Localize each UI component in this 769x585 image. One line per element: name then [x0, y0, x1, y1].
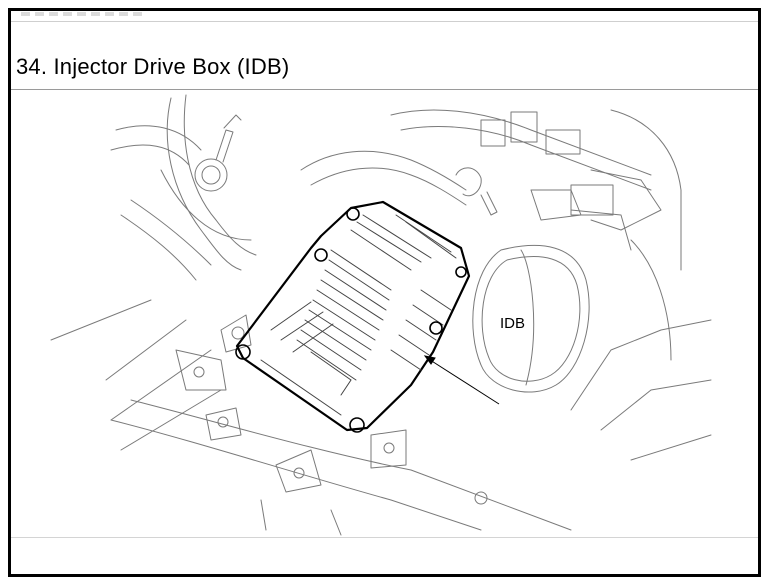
document-frame: 34. Injector Drive Box (IDB)	[8, 8, 761, 577]
bottom-divider	[11, 537, 758, 538]
idb-callout-label: IDB	[500, 315, 526, 332]
idb-illustration	[11, 90, 758, 538]
title-row: 34. Injector Drive Box (IDB)	[11, 49, 758, 90]
callout-leader	[423, 355, 500, 405]
header-strip	[11, 11, 758, 22]
faint-header-text	[21, 12, 146, 16]
section-title: 34. Injector Drive Box (IDB)	[16, 54, 290, 79]
